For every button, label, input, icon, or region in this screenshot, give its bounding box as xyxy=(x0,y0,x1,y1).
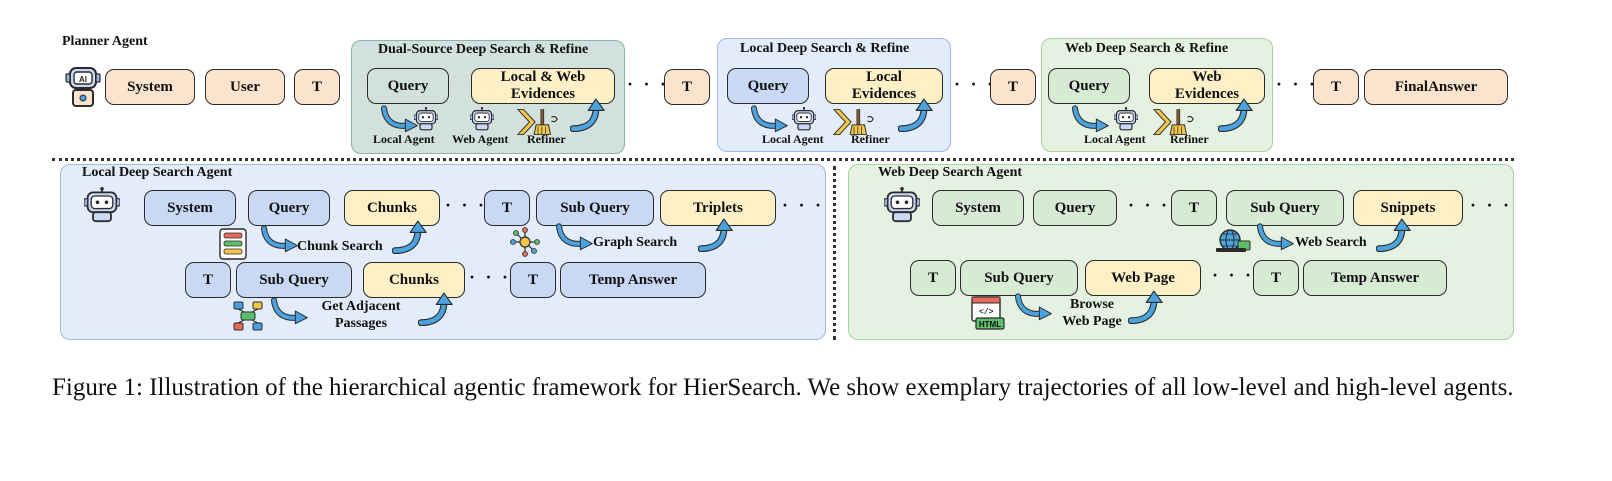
graph-search-arrow-icon xyxy=(555,222,595,252)
web-agent-robot-icon xyxy=(884,187,920,223)
chunk-search-arrow-icon xyxy=(260,224,300,254)
local-ds-query-arrow-icon xyxy=(750,104,790,134)
web-dots-2: · · · xyxy=(1470,195,1513,215)
web-dots-1: · · · xyxy=(1128,195,1171,215)
dual-source-title: Dual-Source Deep Search & Refine xyxy=(378,42,589,57)
planner-t-node-2: T xyxy=(664,69,710,105)
html-badge-text: HTML xyxy=(979,320,1001,329)
planner-t-node-3: T xyxy=(990,69,1036,105)
planner-user-node: User xyxy=(205,69,285,105)
web-temp-answer-node: Temp Answer xyxy=(1303,260,1447,296)
local-ds-robot-icon xyxy=(792,107,816,131)
chunk-search-label: Chunk Search xyxy=(297,239,383,254)
browse-arrow-icon xyxy=(1014,292,1054,322)
web-agent-title: Web Deep Search Agent xyxy=(878,165,1023,180)
local-ds-up-arrow-icon xyxy=(898,98,936,132)
local-temp-answer-node: Temp Answer xyxy=(560,262,706,298)
web-ds-refiner-label: Refiner xyxy=(1170,132,1209,146)
planner-robot-icon: AI xyxy=(64,66,102,108)
graph-search-label: Graph Search xyxy=(593,235,678,250)
planner-t-node: T xyxy=(294,69,340,105)
web-ds-robot-icon xyxy=(1114,107,1138,131)
final-answer-node: FinalAnswer xyxy=(1364,69,1508,105)
dual-web-robot-icon xyxy=(470,107,494,131)
web-search-arrow-icon xyxy=(1256,222,1296,252)
planner-dots-2: · · · xyxy=(954,74,997,94)
dual-evidence-node: Local & Web Evidences xyxy=(471,68,615,104)
dual-local-agent-label: Local Agent xyxy=(373,132,435,146)
planner-dots-3: · · · xyxy=(1276,74,1319,94)
chunk-search-up-arrow-icon xyxy=(392,220,430,254)
local-ds-evidence-node: Local Evidences xyxy=(825,68,943,104)
browse-up-arrow-icon xyxy=(1128,290,1166,324)
web-ds-agent-label: Local Agent xyxy=(1084,132,1146,146)
web-search-label: Web Search xyxy=(1295,235,1367,250)
local-agent-title: Local Deep Search Agent xyxy=(82,165,233,180)
html-page-icon: </> HTML xyxy=(970,296,1006,330)
local-ds-title: Local Deep Search & Refine xyxy=(740,41,910,56)
planner-agent-title: Planner Agent xyxy=(62,34,148,49)
web-snippets-node: Snippets xyxy=(1353,190,1463,226)
chunk-database-icon xyxy=(218,228,248,260)
svg-text:AI: AI xyxy=(79,75,87,84)
planner-dots-1: · · · xyxy=(627,74,670,94)
local-t-node-3: T xyxy=(510,262,556,298)
local-t-node-1: T xyxy=(484,190,530,226)
web-t-node-1: T xyxy=(1171,190,1217,226)
web-t-node-3: T xyxy=(1253,260,1299,296)
web-ds-query-node: Query xyxy=(1048,68,1130,104)
local-ds-agent-label: Local Agent xyxy=(762,132,824,146)
horizontal-separator xyxy=(52,158,1514,161)
local-dots-1: · · · xyxy=(445,195,488,215)
browse-web-page-label: Browse Web Page xyxy=(1062,297,1122,329)
local-dots-3: · · · xyxy=(469,267,512,287)
web-sub-query-node-1: Sub Query xyxy=(1226,190,1344,226)
local-sub-query-node-2: Sub Query xyxy=(236,262,352,298)
dual-query-node: Query xyxy=(367,68,449,104)
web-dots-3: · · · xyxy=(1212,265,1255,285)
web-ds-up-arrow-icon xyxy=(1218,98,1256,132)
local-chunks-node-2: Chunks xyxy=(363,262,465,298)
web-ds-evidence-node: Web Evidences xyxy=(1149,68,1265,104)
local-dots-2: · · · xyxy=(782,195,825,215)
adjacent-up-arrow-icon xyxy=(418,292,456,326)
local-triplets-node: Triplets xyxy=(660,190,776,226)
local-t-node-2: T xyxy=(185,262,231,298)
local-chunks-node: Chunks xyxy=(344,190,440,226)
vertical-separator xyxy=(833,166,836,340)
local-agent-robot-icon xyxy=(84,187,120,223)
web-sub-query-node-2: Sub Query xyxy=(960,260,1078,296)
dual-up-arrow-icon xyxy=(570,98,608,132)
figure-caption: Figure 1: Illustration of the hierarchic… xyxy=(52,374,1514,401)
web-page-node: Web Page xyxy=(1085,260,1201,296)
local-ds-query-node: Query xyxy=(727,68,809,104)
web-search-up-arrow-icon xyxy=(1376,218,1414,252)
graph-icon xyxy=(510,227,540,257)
dual-local-robot-icon xyxy=(414,107,438,131)
dual-refiner-label: Refiner xyxy=(527,132,566,146)
svg-text:</>: </> xyxy=(979,308,994,317)
local-query-node: Query xyxy=(248,190,330,226)
planner-system-node: System xyxy=(105,69,195,105)
get-adjacent-label: Get Adjacent Passages xyxy=(321,299,401,331)
web-ds-title: Web Deep Search & Refine xyxy=(1065,41,1229,56)
local-sub-query-node-1: Sub Query xyxy=(536,190,654,226)
local-ds-refiner-label: Refiner xyxy=(851,132,890,146)
web-ds-query-arrow-icon xyxy=(1071,104,1111,134)
dual-web-agent-label: Web Agent xyxy=(452,132,509,146)
graph-search-up-arrow-icon xyxy=(698,218,736,252)
planner-t-node-4: T xyxy=(1313,69,1359,105)
globe-icon xyxy=(1216,228,1252,254)
web-t-node-2: T xyxy=(910,260,956,296)
local-system-node: System xyxy=(144,190,236,226)
web-query-node: Query xyxy=(1033,190,1117,226)
adjacent-arrow-icon xyxy=(270,296,310,326)
adjacent-passages-icon xyxy=(232,300,264,332)
web-system-node: System xyxy=(932,190,1024,226)
